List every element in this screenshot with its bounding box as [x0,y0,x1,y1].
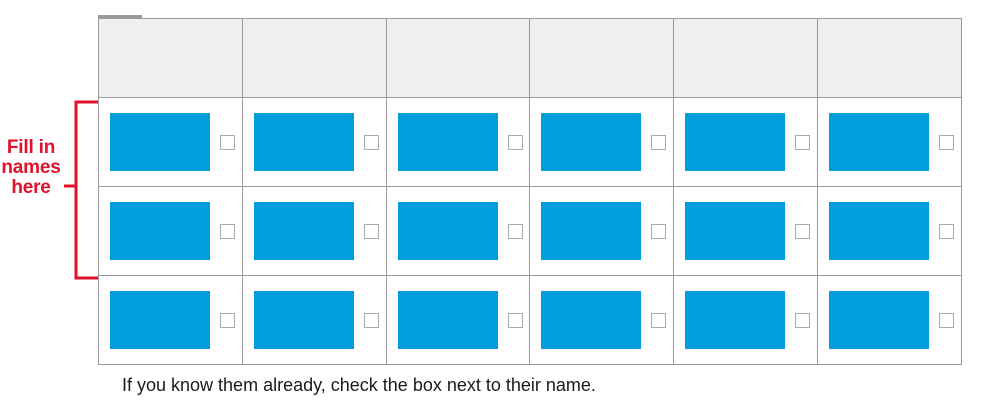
name-input-block[interactable] [541,202,642,260]
name-checkbox[interactable] [795,312,811,328]
name-checkbox[interactable] [795,134,811,150]
name-input-block[interactable] [397,202,498,260]
name-input-block[interactable] [110,291,210,349]
name-checkbox[interactable] [507,312,523,328]
name-cell[interactable] [817,97,962,187]
table-row [98,186,962,276]
name-checkbox[interactable] [363,134,379,150]
table-row [98,275,962,365]
name-cell[interactable] [385,186,531,276]
name-checkbox[interactable] [939,223,955,239]
name-input-block[interactable] [110,202,210,260]
name-checkbox[interactable] [651,312,667,328]
name-cell[interactable] [98,275,243,365]
name-checkbox[interactable] [651,223,667,239]
name-input-block[interactable] [253,113,354,171]
table-top-border-accent [98,15,142,18]
name-input-block[interactable] [685,202,786,260]
annotation-label-line-1: Fill in [6,137,56,158]
name-checkbox[interactable] [220,312,235,328]
name-cell[interactable] [817,275,962,365]
annotation-label: Fill in names here [0,138,62,198]
name-cell[interactable] [241,97,387,187]
names-roster-table [98,18,962,365]
name-input-block[interactable] [253,291,354,349]
name-input-block[interactable] [110,113,210,171]
instruction-caption: If you know them already, check the box … [122,375,596,395]
annotation-label-line-2: names [1,157,61,178]
fill-in-names-annotation: Fill in names here [0,100,100,280]
name-checkbox[interactable] [939,312,955,328]
name-cell[interactable] [241,186,387,276]
header-cell [98,18,243,98]
name-checkbox[interactable] [651,134,667,150]
name-cell[interactable] [529,186,675,276]
name-checkbox[interactable] [507,134,523,150]
left-brace-bracket-icon [64,100,100,280]
header-cell [529,18,675,98]
name-cell[interactable] [385,97,531,187]
name-checkbox[interactable] [507,223,523,239]
annotation-label-line-3: here [11,177,51,198]
name-input-block[interactable] [397,113,498,171]
name-checkbox[interactable] [220,134,235,150]
name-input-block[interactable] [685,113,786,171]
name-cell[interactable] [673,97,819,187]
name-checkbox[interactable] [363,312,379,328]
header-cell [385,18,531,98]
name-cell[interactable] [817,186,962,276]
name-input-block[interactable] [541,113,642,171]
name-input-block[interactable] [397,291,498,349]
name-checkbox[interactable] [220,223,235,239]
table-header-row [98,18,962,98]
name-cell[interactable] [241,275,387,365]
name-cell[interactable] [673,186,819,276]
name-checkbox[interactable] [939,134,955,150]
header-cell [673,18,819,98]
name-input-block[interactable] [829,291,930,349]
name-input-block[interactable] [685,291,786,349]
name-input-block[interactable] [253,202,354,260]
name-checkbox[interactable] [363,223,379,239]
name-cell[interactable] [385,275,531,365]
header-cell [241,18,387,98]
name-cell[interactable] [98,97,243,187]
name-cell[interactable] [98,186,243,276]
name-cell[interactable] [529,97,675,187]
name-checkbox[interactable] [795,223,811,239]
name-input-block[interactable] [829,113,930,171]
name-input-block[interactable] [829,202,930,260]
name-cell[interactable] [529,275,675,365]
header-cell [817,18,962,98]
table-row [98,97,962,187]
name-input-block[interactable] [541,291,642,349]
name-cell[interactable] [673,275,819,365]
